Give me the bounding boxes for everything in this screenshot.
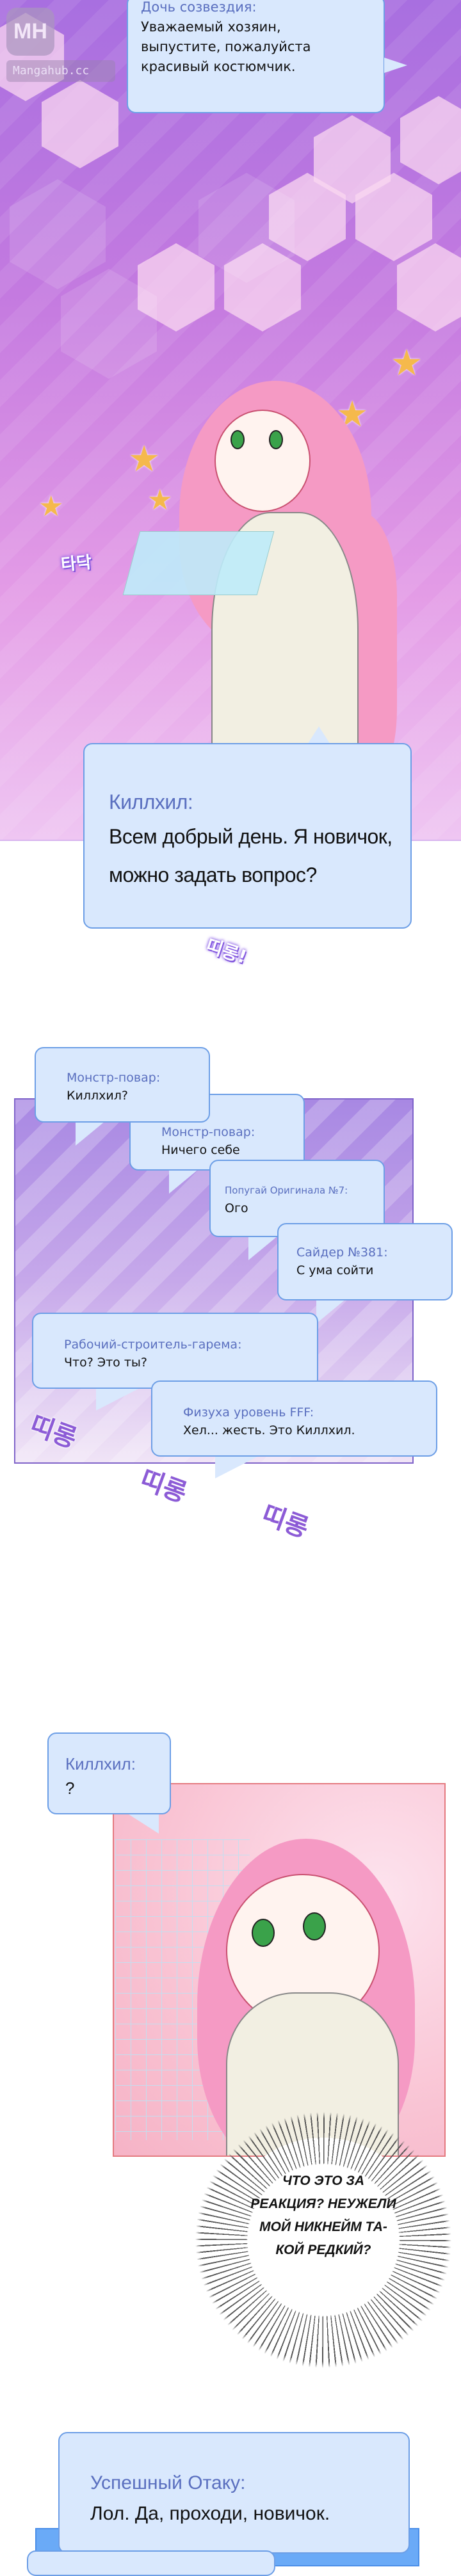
thought-line: мой никнейм та-: [259, 2220, 387, 2234]
sound-effect-ding: 띠롱!: [204, 934, 250, 968]
chat-bubble-otaku: Успешный Отаку: Лол. Да, проходи, новичо…: [58, 2432, 410, 2554]
bubble-sender: Рабочий-строитель-гарема:: [64, 1338, 242, 1352]
bubble-message: Ого: [225, 1201, 248, 1215]
bubble-sender: Сайдер №381:: [296, 1245, 388, 1260]
inner-thought: Что это за реакция? Неужели мой никнейм …: [230, 2170, 416, 2262]
bubble-message: Что? Это ты?: [64, 1356, 147, 1370]
star-icon: ★: [38, 490, 64, 523]
star-icon: ★: [128, 438, 161, 480]
bubble-message: С ума сойти: [296, 1263, 374, 1277]
chat-bubble: Физуха уровень FFF: Хел... жесть. Это Ки…: [151, 1380, 437, 1457]
bubble-sender: Попугай Оригинала №7:: [225, 1185, 348, 1196]
chat-bubble: Рабочий-строитель-гарема: Что? Это ты?: [32, 1313, 318, 1389]
watermark-logo: MH: [6, 8, 54, 56]
watermark-text: Mangahub.cc: [6, 60, 115, 82]
bubble-sender: Монстр-повар:: [161, 1125, 255, 1139]
panel-hex-background: ★ ★ ★ ★ ★ 타닥: [0, 0, 461, 840]
panel-girl-closeup: [113, 1783, 446, 2157]
bubble-sender: Успешный Отаку:: [90, 2472, 246, 2493]
sound-effect-tap: 타닥: [60, 552, 93, 575]
bubble-message: Киллхил?: [67, 1089, 128, 1103]
bubble-message: Лол. Да, проходи, новичок.: [90, 2503, 330, 2524]
sound-effect-ding: 띠롱: [136, 1464, 191, 1508]
bubble-message: Хел... жесть. Это Киллхил.: [183, 1423, 355, 1437]
bubble-sender: Дочь созвездия:: [141, 0, 257, 15]
chat-bubble-killhil-question: Киллхил: Всем добрый день. Я новичок, мо…: [83, 743, 412, 929]
bubble-message-line: Уважаемый хозяин,: [141, 19, 281, 35]
sound-effect-ding: 띠롱: [257, 1500, 312, 1544]
star-icon: ★: [147, 484, 173, 516]
star-icon: ★: [391, 342, 423, 384]
thought-line: Что это за: [282, 2173, 365, 2188]
bubble-message-line: Всем добрый день. Я новичок,: [109, 825, 392, 848]
bubble-message: ?: [65, 1779, 75, 1798]
chat-bubble: Сайдер №381: С ума сойти: [277, 1223, 453, 1300]
chat-bubble-partial: [27, 2550, 275, 2576]
chat-bubble-constellation-daughter: Дочь созвездия: Уважаемый хозяин, выпуст…: [127, 0, 385, 113]
bubble-message-line: выпустите, пожалуйста: [141, 39, 311, 54]
bubble-message-line: можно задать вопрос?: [109, 863, 317, 886]
chat-bubble-killhil-confused: Киллхил: ?: [47, 1732, 171, 1814]
bubble-sender: Физуха уровень FFF:: [183, 1405, 314, 1420]
thought-line: кой редкий?: [275, 2243, 371, 2257]
bubble-sender: Киллхил:: [65, 1754, 136, 1773]
thought-burst: [195, 2112, 451, 2368]
thought-line: реакция? Неужели: [250, 2196, 396, 2211]
bubble-message: Ничего себе: [161, 1143, 240, 1157]
chat-bubble: Монстр-повар: Киллхил?: [35, 1047, 210, 1123]
bubble-sender: Монстр-повар:: [67, 1071, 161, 1085]
bubble-sender: Киллхил:: [109, 790, 193, 813]
bubble-message-line: красивый костюмчик.: [141, 59, 296, 74]
